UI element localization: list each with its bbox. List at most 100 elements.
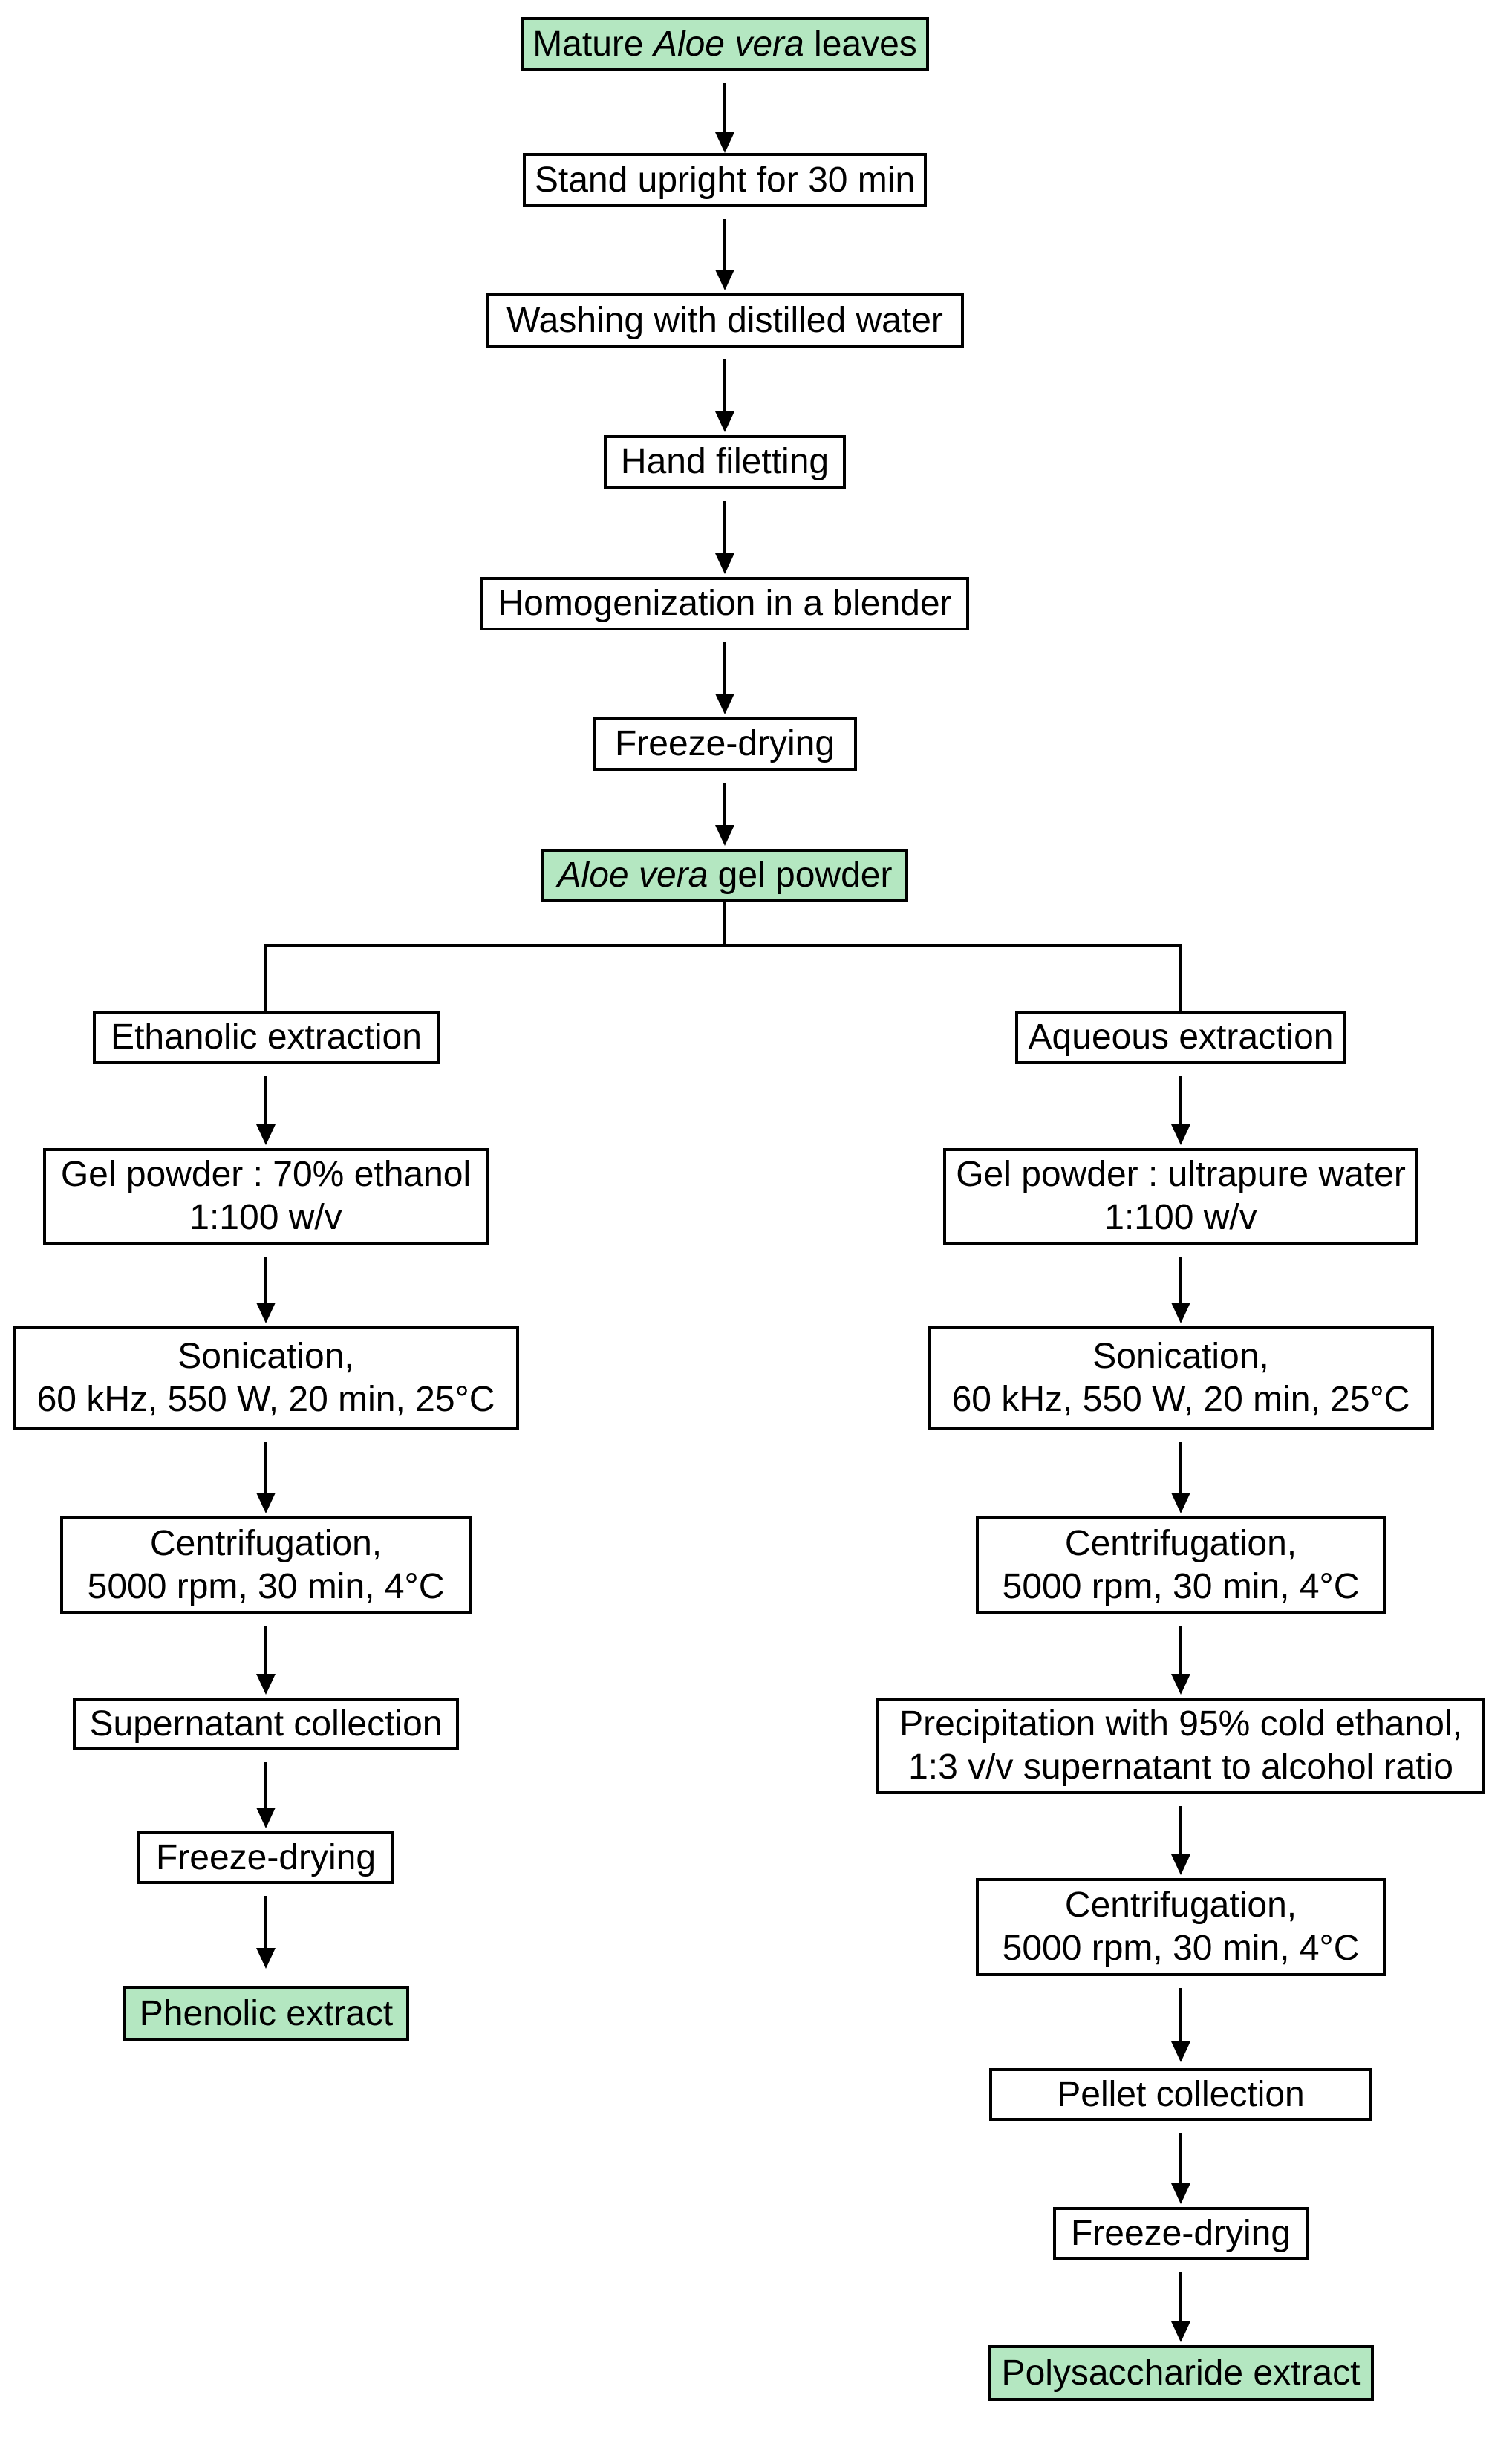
arrow-stand-upright-to-washing xyxy=(715,219,734,290)
node-label: Precipitation with 95% cold ethanol,1:3 … xyxy=(899,1704,1462,1787)
node-label: Polysaccharide extract xyxy=(1001,2353,1361,2393)
arrow-shaft xyxy=(1179,1988,1182,2044)
arrowhead-down-icon xyxy=(1171,1303,1190,1323)
arrowhead-down-icon xyxy=(256,1674,276,1695)
arrow-shaft xyxy=(723,359,726,414)
node-label: Pellet collection xyxy=(1057,2074,1305,2114)
arrow-shaft xyxy=(1179,1442,1182,1496)
arrow-mature-to-stand-upright xyxy=(715,83,734,153)
node-label: Freeze-drying xyxy=(614,724,835,763)
arrow-shaft xyxy=(723,783,726,828)
arrow-to-phenolic-extract xyxy=(256,1896,276,1969)
node-precipitation: Precipitation with 95% cold ethanol,1:3 … xyxy=(876,1698,1485,1794)
arrow-shaft xyxy=(723,642,726,697)
arrow-aqueous-to-gel-powder-water xyxy=(1171,1076,1190,1145)
node-label: Freeze-drying xyxy=(155,1837,377,1877)
arrow-to-sonication-aqueous xyxy=(1171,1257,1190,1323)
arrow-shaft xyxy=(264,1896,267,1951)
node-label: Washing with distilled water xyxy=(506,300,943,340)
arrow-freeze-drying-to-gel-powder xyxy=(715,783,734,846)
node-label: Aloe vera gel powder xyxy=(557,855,893,895)
node-label: Centrifugation,5000 rpm, 30 min, 4°C xyxy=(1002,1885,1360,1968)
arrowhead-down-icon xyxy=(715,411,734,432)
node-freeze-drying-top: Freeze-drying xyxy=(593,717,857,771)
node-pellet-collection: Pellet collection xyxy=(989,2068,1372,2121)
node-label: Homogenization in a blender xyxy=(498,584,952,623)
node-washing: Washing with distilled water xyxy=(486,293,964,348)
arrowhead-down-icon xyxy=(715,825,734,846)
connector-branch-split xyxy=(264,944,1182,947)
arrow-to-freeze-drying-aqueous xyxy=(1171,2133,1190,2204)
arrow-to-supernatant-collection xyxy=(256,1626,276,1695)
arrow-shaft xyxy=(264,1762,267,1810)
node-stand-upright: Stand upright for 30 min xyxy=(523,153,927,207)
node-polysaccharide-extract: Polysaccharide extract xyxy=(988,2345,1374,2401)
arrowhead-down-icon xyxy=(256,1303,276,1323)
connector-to-aqueous xyxy=(1179,944,1182,1011)
arrow-shaft xyxy=(1179,1626,1182,1677)
node-label: Phenolic extract xyxy=(139,1994,394,2033)
arrowhead-down-icon xyxy=(1171,1674,1190,1695)
node-ethanolic-extraction: Ethanolic extraction xyxy=(93,1011,440,1064)
connector-to-ethanolic xyxy=(264,944,267,1011)
node-phenolic-extract: Phenolic extract xyxy=(123,1986,409,2041)
node-supernatant-collection: Supernatant collection xyxy=(73,1698,459,1750)
node-freeze-drying-ethanolic: Freeze-drying xyxy=(137,1831,394,1884)
node-mature-aloe-vera-leaves: Mature Aloe vera leaves xyxy=(521,17,929,71)
node-freeze-drying-aqueous: Freeze-drying xyxy=(1053,2207,1309,2260)
arrow-washing-to-hand-filetting xyxy=(715,359,734,432)
node-homogenization: Homogenization in a blender xyxy=(480,577,969,630)
arrow-shaft xyxy=(723,219,726,273)
node-label: Stand upright for 30 min xyxy=(534,160,916,200)
node-label: Ethanolic extraction xyxy=(111,1017,422,1057)
arrow-shaft xyxy=(1179,2133,1182,2186)
arrow-shaft xyxy=(264,1076,267,1127)
arrow-shaft xyxy=(1179,1806,1182,1857)
arrowhead-down-icon xyxy=(715,132,734,153)
arrow-shaft xyxy=(723,83,726,135)
node-label: Supernatant collection xyxy=(89,1704,443,1744)
node-label: Centrifugation,5000 rpm, 30 min, 4°C xyxy=(87,1524,445,1606)
arrowhead-down-icon xyxy=(715,694,734,714)
node-hand-filetting: Hand filetting xyxy=(604,435,846,489)
arrow-shaft xyxy=(264,1442,267,1496)
arrowhead-down-icon xyxy=(256,1124,276,1145)
node-label: Sonication,60 kHz, 550 W, 20 min, 25°C xyxy=(36,1337,495,1419)
arrowhead-down-icon xyxy=(1171,2041,1190,2062)
node-label: Mature Aloe vera leaves xyxy=(532,24,917,64)
arrow-hand-filetting-to-homogenization xyxy=(715,501,734,574)
node-centrifugation-ethanolic: Centrifugation,5000 rpm, 30 min, 4°C xyxy=(60,1516,472,1614)
arrow-to-precipitation xyxy=(1171,1626,1190,1695)
node-aqueous-extraction: Aqueous extraction xyxy=(1015,1011,1346,1064)
arrow-shaft xyxy=(264,1257,267,1306)
arrow-to-polysaccharide-extract xyxy=(1171,2272,1190,2342)
arrowhead-down-icon xyxy=(1171,1493,1190,1513)
node-centrifugation-aqueous-2: Centrifugation,5000 rpm, 30 min, 4°C xyxy=(976,1878,1386,1976)
arrowhead-down-icon xyxy=(1171,2321,1190,2342)
arrowhead-down-icon xyxy=(715,270,734,290)
node-centrifugation-aqueous-1: Centrifugation,5000 rpm, 30 min, 4°C xyxy=(976,1516,1386,1614)
node-label: Centrifugation,5000 rpm, 30 min, 4°C xyxy=(1002,1524,1360,1606)
arrowhead-down-icon xyxy=(1171,1124,1190,1145)
arrowhead-down-icon xyxy=(715,553,734,574)
node-label: Hand filetting xyxy=(620,442,830,481)
arrowhead-down-icon xyxy=(1171,1854,1190,1875)
arrow-homogenization-to-freeze-drying xyxy=(715,642,734,714)
arrow-shaft xyxy=(1179,2272,1182,2324)
arrow-shaft xyxy=(1179,1076,1182,1127)
node-label: Freeze-drying xyxy=(1070,2213,1291,2253)
arrow-to-centrifugation-ethanolic xyxy=(256,1442,276,1513)
connector-gel-powder-down xyxy=(723,902,726,945)
arrowhead-down-icon xyxy=(256,1493,276,1513)
node-label: Aqueous extraction xyxy=(1028,1017,1334,1057)
node-label: Sonication,60 kHz, 550 W, 20 min, 25°C xyxy=(951,1337,1410,1419)
arrow-ethanolic-to-gel-powder-ethanol xyxy=(256,1076,276,1145)
arrow-to-pellet-collection xyxy=(1171,1988,1190,2062)
arrow-to-freeze-drying-ethanolic xyxy=(256,1762,276,1828)
arrow-shaft xyxy=(264,1626,267,1677)
arrow-to-centrifugation-aqueous-1 xyxy=(1171,1442,1190,1513)
arrowhead-down-icon xyxy=(256,1948,276,1969)
arrow-shaft xyxy=(723,501,726,556)
